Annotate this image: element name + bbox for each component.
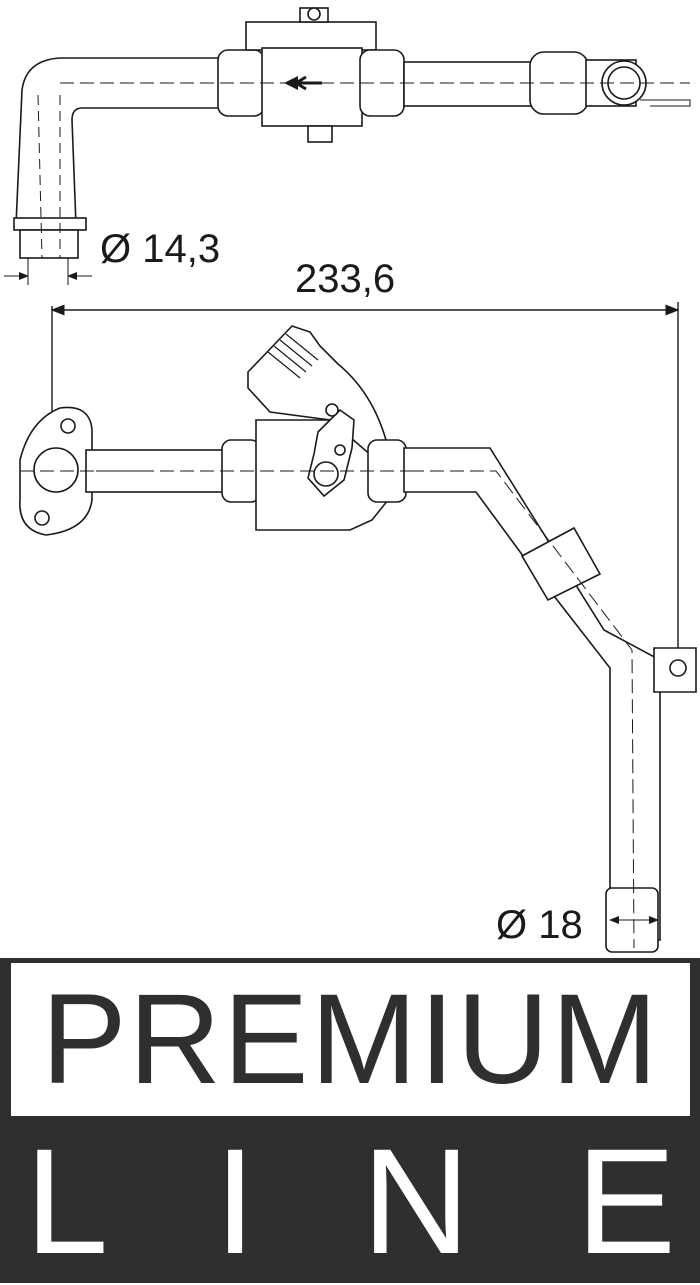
top-diameter-label: Ø 14,3 [100, 227, 220, 271]
front-view [19, 325, 697, 953]
technical-drawing: Ø 14,3 233,6 [4, 7, 697, 953]
sensor-port [313, 461, 339, 487]
banner-line1: PREMIUM [41, 967, 660, 1111]
top-right-pipe [403, 61, 533, 107]
banner-bottom-panel: L I N E [11, 1126, 690, 1276]
bottom-diameter-label: Ø 18 [496, 903, 583, 947]
front-right-pipe [403, 447, 661, 941]
banner-top-panel: PREMIUM [11, 963, 690, 1116]
overall-length-label: 233,6 [295, 257, 395, 301]
top-view [4, 7, 691, 285]
flange-bolt-hole-bottom [34, 510, 50, 526]
banner-letter-e: E [575, 1117, 676, 1285]
overall-length-dimension [50, 302, 680, 650]
banner-letter-n: N [361, 1117, 471, 1285]
flange-bolt-hole-top [60, 418, 76, 434]
premium-line-banner: PREMIUM L I N E [0, 958, 700, 1283]
banner-letter-i: I [214, 1117, 256, 1285]
top-valve-body [245, 21, 377, 51]
flange-port [33, 447, 79, 493]
top-end-fitting [13, 217, 87, 231]
banner-letter-l: L [25, 1117, 109, 1285]
